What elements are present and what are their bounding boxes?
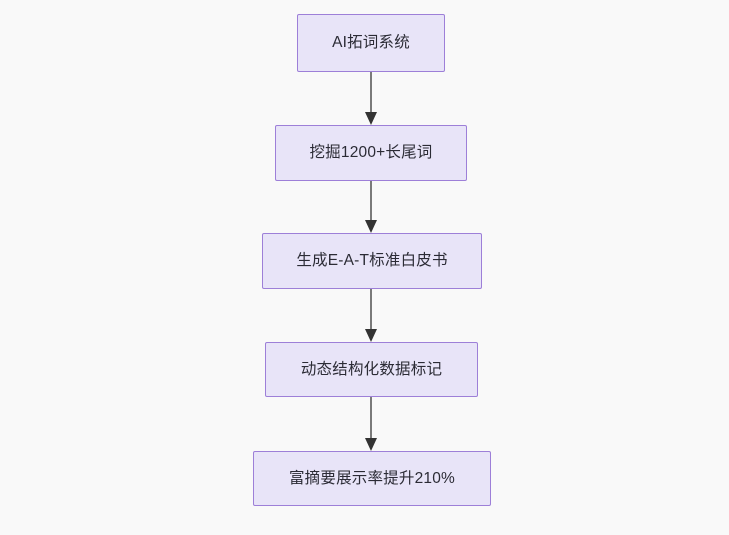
arrowhead-icon xyxy=(365,220,377,233)
edge-arrow-svg xyxy=(365,289,377,342)
edge-arrow-svg xyxy=(365,72,377,125)
flowchart-node-mine-longtail-keywords[interactable]: 挖掘1200+长尾词 xyxy=(275,125,467,181)
node-label: AI拓词系统 xyxy=(332,34,410,52)
flowchart-node-rich-snippet-impression-lift[interactable]: 富摘要展示率提升210% xyxy=(253,451,491,506)
edge-n1-n2 xyxy=(364,72,378,125)
node-label: 富摘要展示率提升210% xyxy=(288,469,456,487)
arrowhead-icon xyxy=(365,112,377,125)
arrowhead-icon xyxy=(365,438,377,451)
edge-arrow-svg xyxy=(365,181,377,233)
edge-arrow-svg xyxy=(365,397,377,451)
edge-n3-n4 xyxy=(364,289,378,342)
edge-n4-n5 xyxy=(364,397,378,451)
flowchart-node-ai-keyword-system[interactable]: AI拓词系统 xyxy=(297,14,445,72)
node-label: 生成E-A-T标准白皮书 xyxy=(296,252,448,270)
edge-n2-n3 xyxy=(364,181,378,233)
flowchart-node-generate-eat-whitepaper[interactable]: 生成E-A-T标准白皮书 xyxy=(262,233,482,289)
arrowhead-icon xyxy=(365,329,377,342)
flowchart-node-dynamic-structured-data-markup[interactable]: 动态结构化数据标记 xyxy=(265,342,478,397)
node-label: 动态结构化数据标记 xyxy=(300,360,443,378)
node-label: 挖掘1200+长尾词 xyxy=(309,144,433,162)
